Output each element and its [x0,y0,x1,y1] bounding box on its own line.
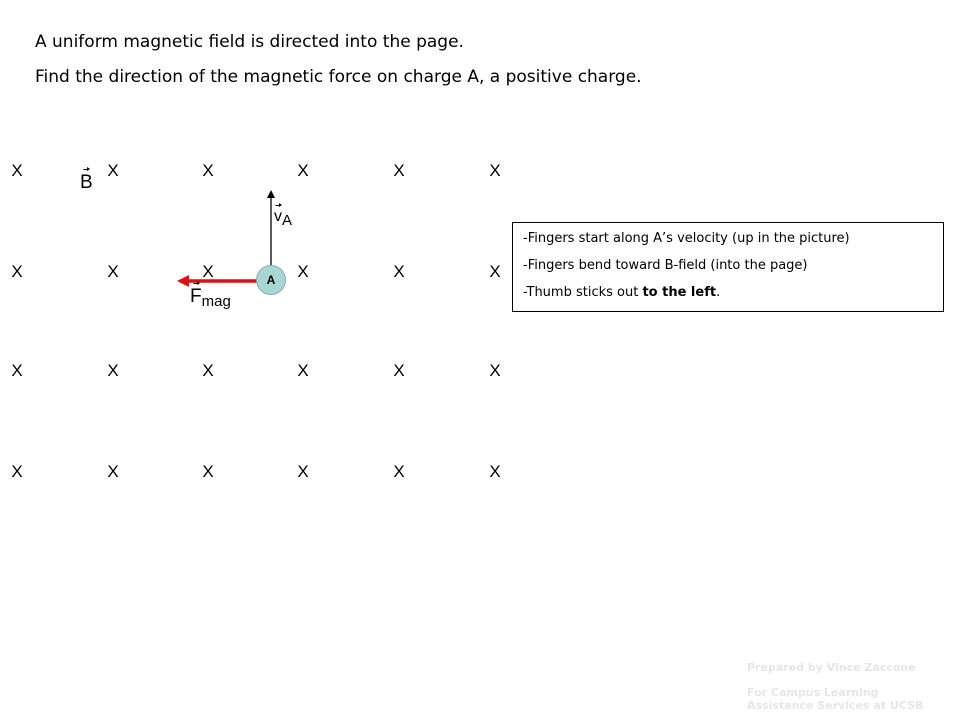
charge-a-label: A [266,273,276,287]
velocity-label: vA [274,203,293,229]
credit-author: Prepared by Vince Zaccone [747,661,916,674]
field-x-mark: X [107,262,119,281]
field-x-mark: X [393,161,405,180]
field-x-mark: X [393,262,405,281]
force-label: Fmag [190,281,231,310]
question-line-1: A uniform magnetic field is directed int… [35,32,464,52]
field-x-mark: X [297,161,309,180]
field-x-mark: X [107,361,119,380]
velocity-label-subscript: A [282,212,293,229]
field-x-mark: X [489,262,501,281]
field-x-mark: X [393,361,405,380]
charge-a: A [256,265,286,295]
field-x-mark: X [11,361,23,380]
field-x-mark: X [297,361,309,380]
force-label-subscript: mag [201,293,231,310]
explanation-step-3: -Thumb sticks out to the left. [523,285,933,300]
question-line-2: Find the direction of the magnetic force… [35,67,642,87]
explanation-step-3-prefix: -Thumb sticks out [523,285,643,300]
explanation-box: -Fingers start along A’s velocity (up in… [512,222,944,312]
field-label: B [80,167,93,194]
field-x-mark: X [202,262,214,281]
explanation-step-2: -Fingers bend toward B-field (into the p… [523,258,808,273]
field-x-mark: X [489,161,501,180]
credit-organization: For Campus Learning Assistance Services … [747,686,924,712]
explanation-step-1: -Fingers start along A’s velocity (up in… [523,231,850,246]
velocity-label-symbol: v [274,203,282,225]
field-x-mark: X [202,161,214,180]
field-x-mark: X [297,462,309,481]
field-x-mark: X [489,462,501,481]
field-label-symbol: B [80,167,93,193]
field-x-mark: X [393,462,405,481]
explanation-step-3-emphasis: to the left [642,285,717,300]
explanation-step-3-suffix: . [716,285,721,300]
field-x-mark: X [489,361,501,380]
field-x-mark: X [202,462,214,481]
field-x-mark: X [11,262,23,281]
field-x-mark: X [297,262,309,281]
field-x-mark: X [107,161,119,180]
field-x-mark: X [107,462,119,481]
field-x-mark: X [11,161,23,180]
field-x-mark: X [202,361,214,380]
force-label-symbol: F [190,281,202,307]
field-x-mark: X [11,462,23,481]
